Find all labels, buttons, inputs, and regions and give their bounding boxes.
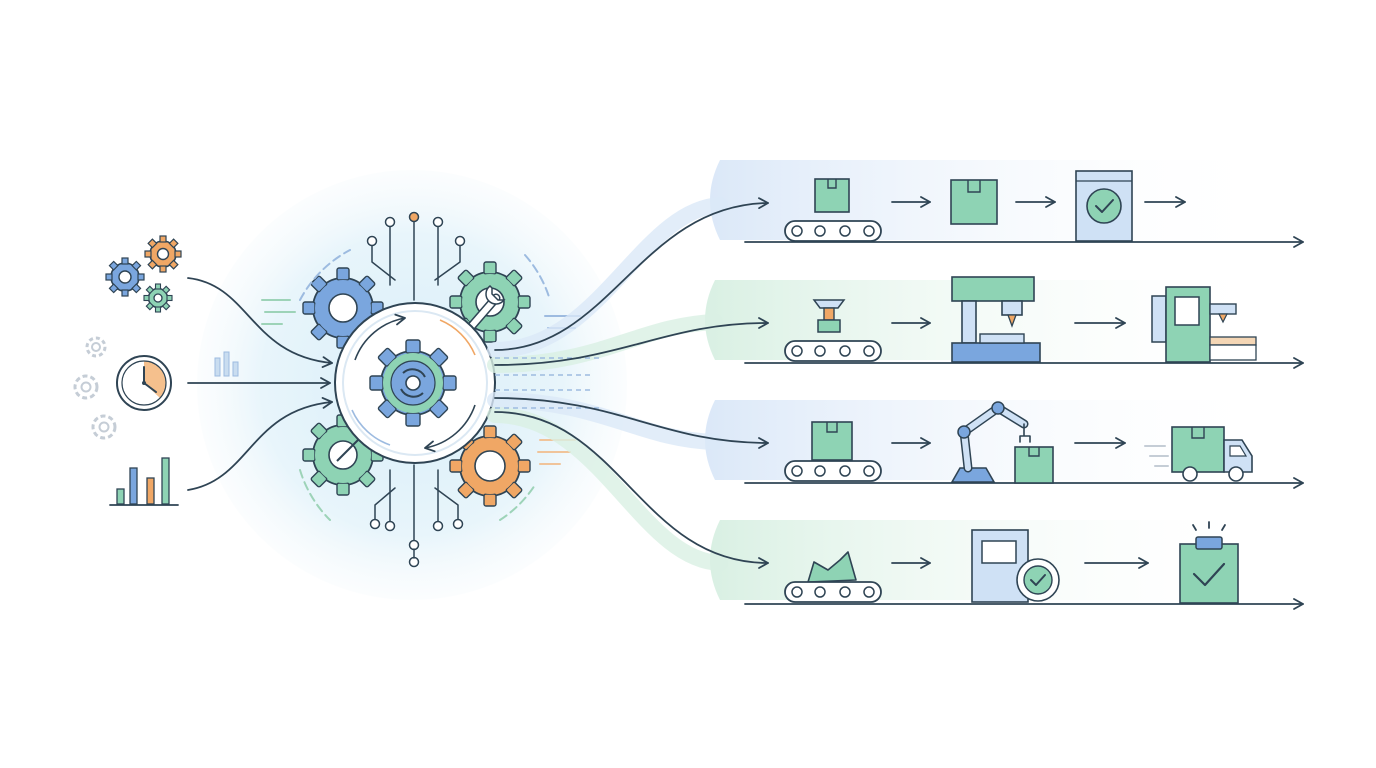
circuit-traces-icon [366, 211, 466, 568]
clock-icon [116, 355, 172, 411]
lane-4 [784, 521, 1239, 604]
cnc-machine-icon [1151, 286, 1257, 363]
conveyor-material-icon [784, 551, 882, 603]
gray-gear-icon [73, 336, 117, 440]
conveyor-press-icon [784, 299, 882, 362]
input-arrows [187, 277, 333, 491]
conveyor-box-icon [784, 178, 882, 242]
lane-1 [784, 170, 1186, 242]
output-streams [487, 197, 769, 571]
lane-3 [784, 401, 1253, 484]
bar-chart-icon [109, 457, 179, 506]
gears-icon [105, 235, 182, 313]
central-gear-icon [334, 302, 496, 464]
delivery-truck-icon [1144, 426, 1253, 482]
lane-2 [784, 276, 1257, 363]
quality-check-machine-icon [971, 529, 1060, 603]
robot-arm-icon [950, 401, 1054, 484]
approved-clipboard-icon [1179, 521, 1239, 604]
conveyor-box-icon [784, 421, 882, 482]
box-icon [950, 179, 998, 225]
wrench-gear-icon [449, 261, 531, 343]
mini-chart-icon [214, 351, 239, 377]
drill-press-icon [951, 276, 1041, 363]
inspection-checkmark-icon [1075, 170, 1133, 242]
